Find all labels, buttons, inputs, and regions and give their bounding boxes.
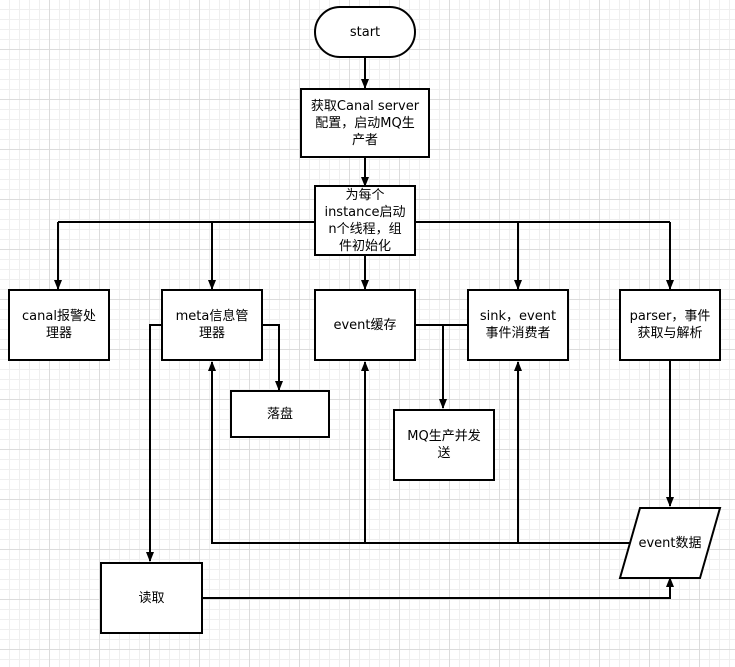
flush-label: 落盘 <box>266 406 293 422</box>
parser-box <box>619 289 721 361</box>
event-data-label: event数据 <box>638 535 702 551</box>
flush-box <box>230 390 330 438</box>
instance-label: 为每个 instance启动 n个线程，组 件初始化 <box>324 187 406 254</box>
mq-send-box <box>393 409 495 481</box>
start-terminal <box>314 6 416 58</box>
connector-read-event-data <box>202 577 674 599</box>
meta-box <box>161 289 263 361</box>
start-label: start <box>349 24 381 40</box>
config-label: 获取Canal server 配置，启动MQ生 产者 <box>310 98 420 148</box>
config-box <box>300 88 430 158</box>
read-box <box>100 562 203 634</box>
alarm-box <box>8 289 110 361</box>
parser-label: parser，事件 获取与解析 <box>629 309 711 341</box>
mq-send-label: MQ生产并发 送 <box>407 429 481 461</box>
event-cache-box <box>314 289 416 361</box>
event-data-parallelogram <box>618 507 722 579</box>
event-cache-label: event缓存 <box>333 317 397 333</box>
connector-meta-flush <box>262 324 283 391</box>
alarm-label: canal报警处 理器 <box>22 309 96 341</box>
read-label: 读取 <box>138 590 165 606</box>
meta-label: meta信息管 理器 <box>175 309 249 341</box>
sink-label: sink，event 事件消费者 <box>479 309 557 341</box>
instance-box <box>314 185 416 256</box>
shapes <box>8 6 722 634</box>
connector-event-data-meta <box>208 361 640 544</box>
connectors <box>54 57 674 599</box>
sink-box <box>467 289 569 361</box>
connector-meta-read <box>146 324 162 562</box>
